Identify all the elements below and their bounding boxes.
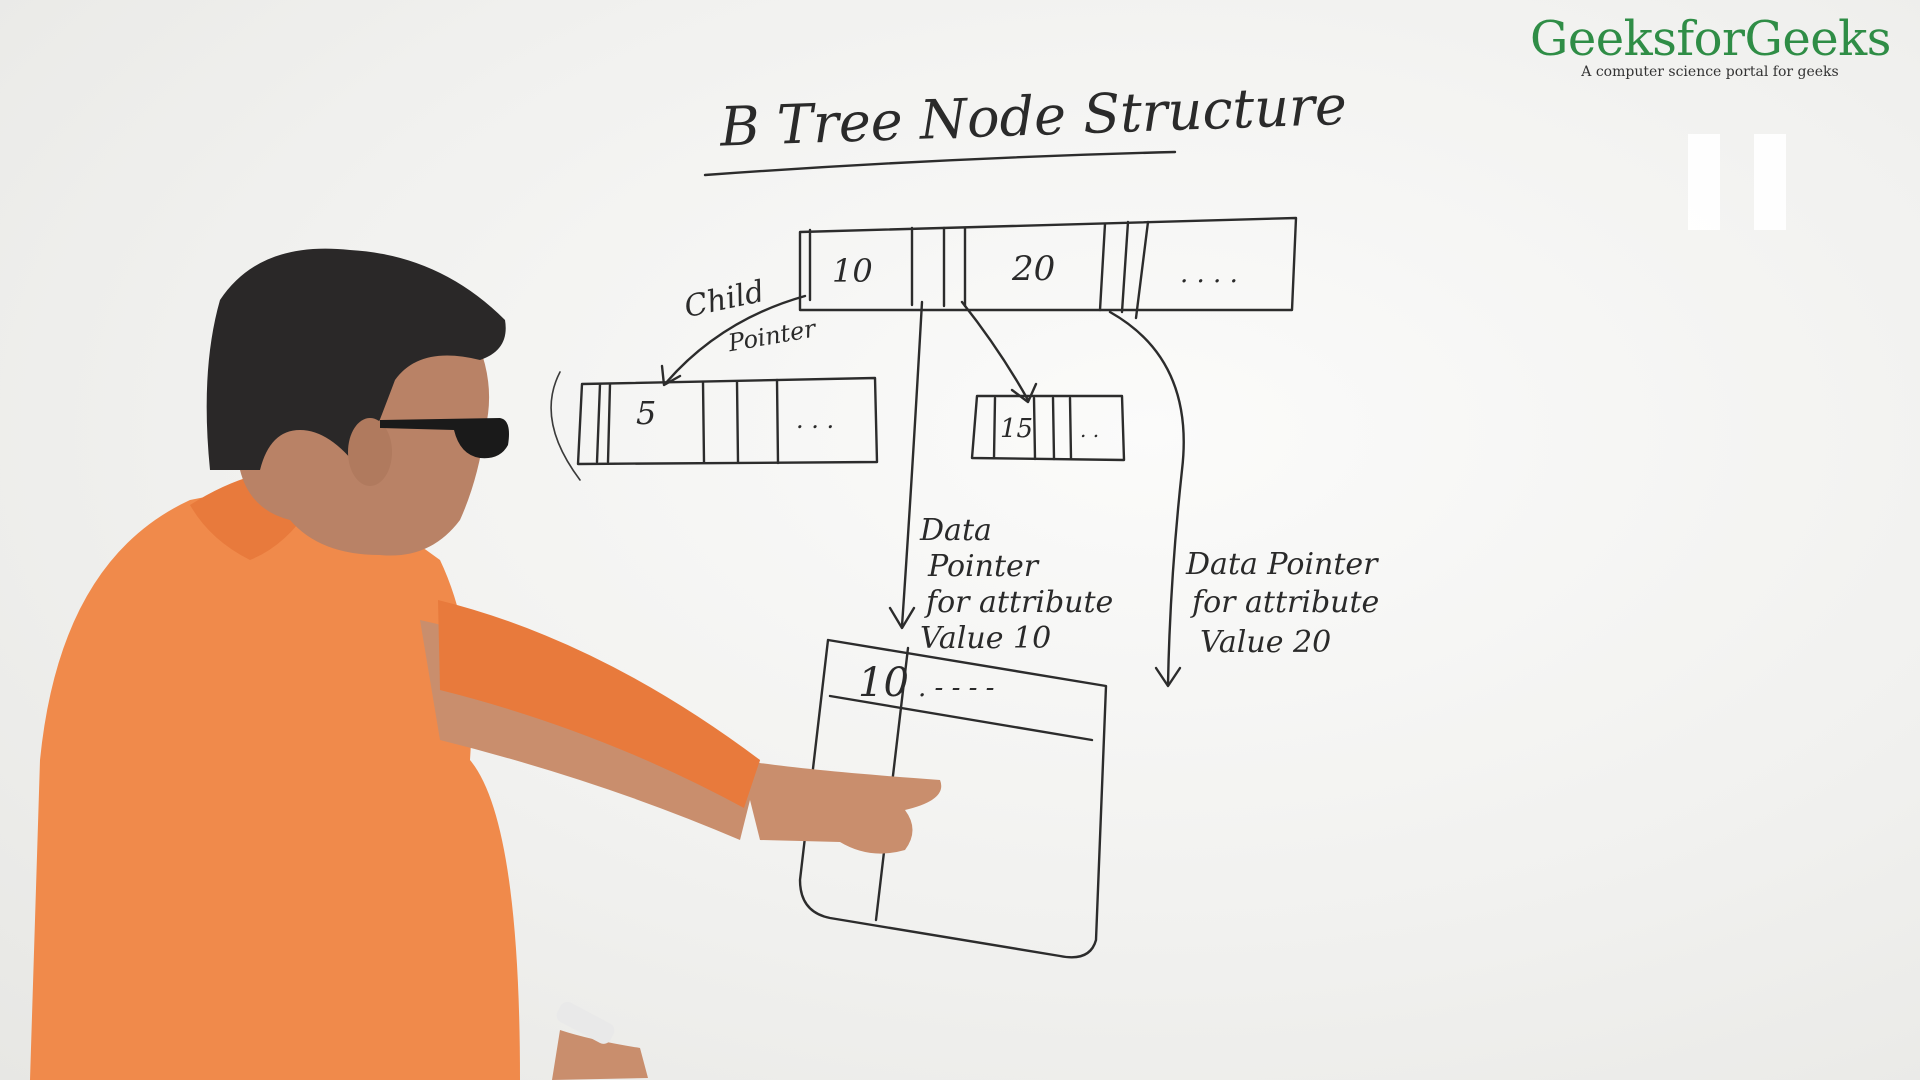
svg-text:for attribute: for attribute — [1190, 585, 1379, 620]
data-block-key: 10 — [858, 660, 909, 706]
data-pointer-20-arrow — [1108, 310, 1185, 686]
left-child-node: 5 . . . — [550, 371, 879, 481]
left-child-key: 5 — [636, 394, 656, 432]
root-key-1: 10 — [832, 252, 873, 290]
svg-text:Data Pointer: Data Pointer — [1185, 547, 1379, 582]
highlight-arc — [550, 371, 581, 481]
board-title: B Tree Node Structure — [718, 74, 1348, 159]
data-block-dashes: . - - - - — [918, 673, 994, 703]
pause-icon[interactable] — [1688, 134, 1788, 230]
svg-text:Value 10: Value 10 — [920, 621, 1051, 656]
root-node: 10 20 . . . . — [798, 216, 1298, 320]
middle-child-ellipsis: . . — [1080, 418, 1099, 442]
child-label: Child — [681, 274, 767, 325]
geeksforgeeks-logo: GeeksforGeeks A computer science portal … — [1530, 11, 1891, 81]
root-key-2: 20 — [1011, 249, 1055, 289]
presenter — [30, 248, 942, 1080]
root-ellipsis: . . . . — [1180, 259, 1238, 289]
middle-child-node: 15 . . — [970, 394, 1126, 462]
middle-child-arrow — [960, 300, 1030, 402]
data-pointer-10-arrow — [900, 300, 924, 628]
middle-child-key: 15 — [1000, 414, 1033, 444]
pause-bar-right — [1754, 134, 1786, 230]
data-pointer-10-label: Data Pointer for attribute Value 10 — [919, 513, 1113, 656]
data-pointer-10-arrowhead — [888, 606, 916, 630]
pause-bar-left — [1688, 134, 1720, 230]
data-pointer-20-label: Data Pointer for attribute Value 20 — [1185, 547, 1379, 660]
title-underline — [703, 150, 1177, 177]
data-pointer-20-arrowhead — [1154, 666, 1182, 688]
marker — [556, 1001, 615, 1044]
logo-name: GeeksforGeeks — [1530, 11, 1891, 67]
svg-text:Pointer: Pointer — [927, 549, 1040, 584]
svg-text:for attribute: for attribute — [924, 585, 1113, 620]
child-pointer-arrow — [663, 294, 807, 386]
pointer-label: Pointer — [725, 314, 819, 357]
logo-tagline: A computer science portal for geeks — [1581, 64, 1839, 81]
left-child-ellipsis: . . . — [796, 406, 834, 434]
middle-child-arrowhead — [1010, 382, 1038, 404]
child-pointer-arrowhead — [660, 364, 682, 387]
svg-text:Value 20: Value 20 — [1200, 625, 1331, 660]
svg-text:Data: Data — [919, 513, 992, 548]
data-block: 10 . - - - - — [798, 638, 1108, 959]
